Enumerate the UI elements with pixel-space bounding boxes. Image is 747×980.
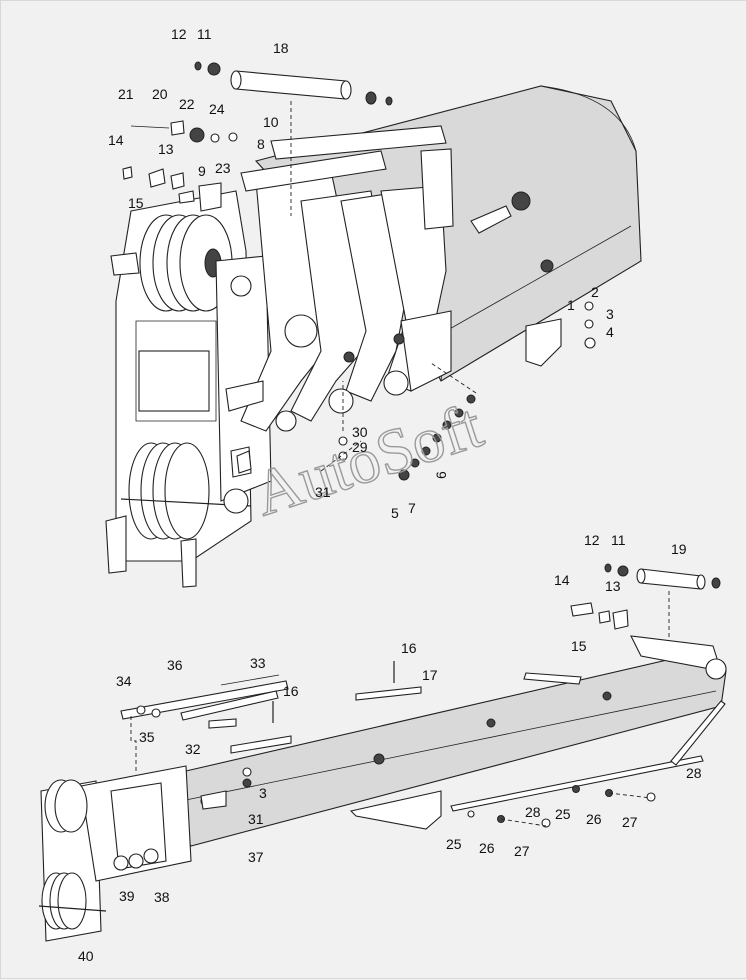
pin-19 bbox=[604, 563, 721, 590]
callout-label: 11 bbox=[197, 26, 212, 42]
callout-label: 27 bbox=[622, 814, 638, 830]
callout-label: 15 bbox=[571, 638, 587, 654]
callout-label: 25 bbox=[446, 836, 462, 852]
callouts-upper: 12 11 18 21 20 22 24 10 8 14 13 23 9 15 … bbox=[108, 26, 614, 521]
callout-label: 16 bbox=[283, 683, 299, 699]
callouts-lower: 12 11 19 14 13 15 16 17 33 36 34 16 35 3… bbox=[78, 532, 702, 964]
callout-label: 27 bbox=[514, 843, 530, 859]
washer-chain bbox=[398, 394, 476, 481]
callout-label: 13 bbox=[158, 141, 174, 157]
callout-label: 5 bbox=[391, 505, 399, 521]
callout-label: 6 bbox=[433, 471, 449, 479]
callout-label: 11 bbox=[611, 532, 626, 548]
watermark-text: AutoSoft bbox=[245, 389, 490, 529]
callout-label: 14 bbox=[554, 572, 570, 588]
callout-label: 9 bbox=[198, 163, 206, 179]
callout-label: 39 bbox=[119, 888, 135, 904]
callout-label: 22 bbox=[179, 96, 195, 112]
lower-sheave-stack bbox=[120, 442, 252, 540]
callout-label: 18 bbox=[273, 40, 289, 56]
callout-label: 3 bbox=[259, 785, 267, 801]
callout-label: 21 bbox=[118, 86, 134, 102]
callout-label: 34 bbox=[116, 673, 132, 689]
pin-18 bbox=[194, 61, 393, 106]
callout-label: 19 bbox=[671, 541, 687, 557]
callout-label: 13 bbox=[605, 578, 621, 594]
callout-label: 33 bbox=[250, 655, 266, 671]
upper-hardware-cluster bbox=[122, 120, 238, 212]
callout-label: 8 bbox=[257, 136, 265, 152]
callout-label: 29 bbox=[352, 439, 368, 455]
callout-label: 12 bbox=[584, 532, 600, 548]
callout-label: 2 bbox=[591, 284, 599, 300]
callout-label: 37 bbox=[248, 849, 264, 865]
callout-label: 17 bbox=[422, 667, 438, 683]
callout-label: 14 bbox=[108, 132, 124, 148]
upper-boom-assembly bbox=[105, 61, 642, 588]
callout-label: 28 bbox=[686, 765, 702, 781]
callout-label: 15 bbox=[128, 195, 144, 211]
callout-label: 24 bbox=[209, 101, 225, 117]
callout-label: 7 bbox=[408, 500, 416, 516]
bracket-1 bbox=[525, 301, 596, 367]
callout-label: 20 bbox=[152, 86, 168, 102]
callout-label: 25 bbox=[555, 806, 571, 822]
callout-label: 28 bbox=[525, 804, 541, 820]
callout-label: 35 bbox=[139, 729, 155, 745]
callout-label: 31 bbox=[315, 484, 331, 500]
callout-label: 40 bbox=[78, 948, 94, 964]
callout-label: 12 bbox=[171, 26, 187, 42]
callout-label: 38 bbox=[154, 889, 170, 905]
callout-label: 26 bbox=[479, 840, 495, 856]
callout-label: 36 bbox=[167, 657, 183, 673]
callout-label: 32 bbox=[185, 741, 201, 757]
callout-label: 4 bbox=[606, 324, 614, 340]
callout-label: 26 bbox=[586, 811, 602, 827]
callout-label: 30 bbox=[352, 424, 368, 440]
callout-label: 16 bbox=[401, 640, 417, 656]
callout-label: 1 bbox=[567, 297, 575, 313]
telescopic-arm-plates bbox=[240, 170, 452, 432]
callout-label: 10 bbox=[263, 114, 279, 130]
lower-boom-assembly bbox=[38, 563, 727, 942]
callout-label: 31 bbox=[248, 811, 264, 827]
callout-label: 23 bbox=[215, 160, 231, 176]
callout-label: 3 bbox=[606, 306, 614, 322]
